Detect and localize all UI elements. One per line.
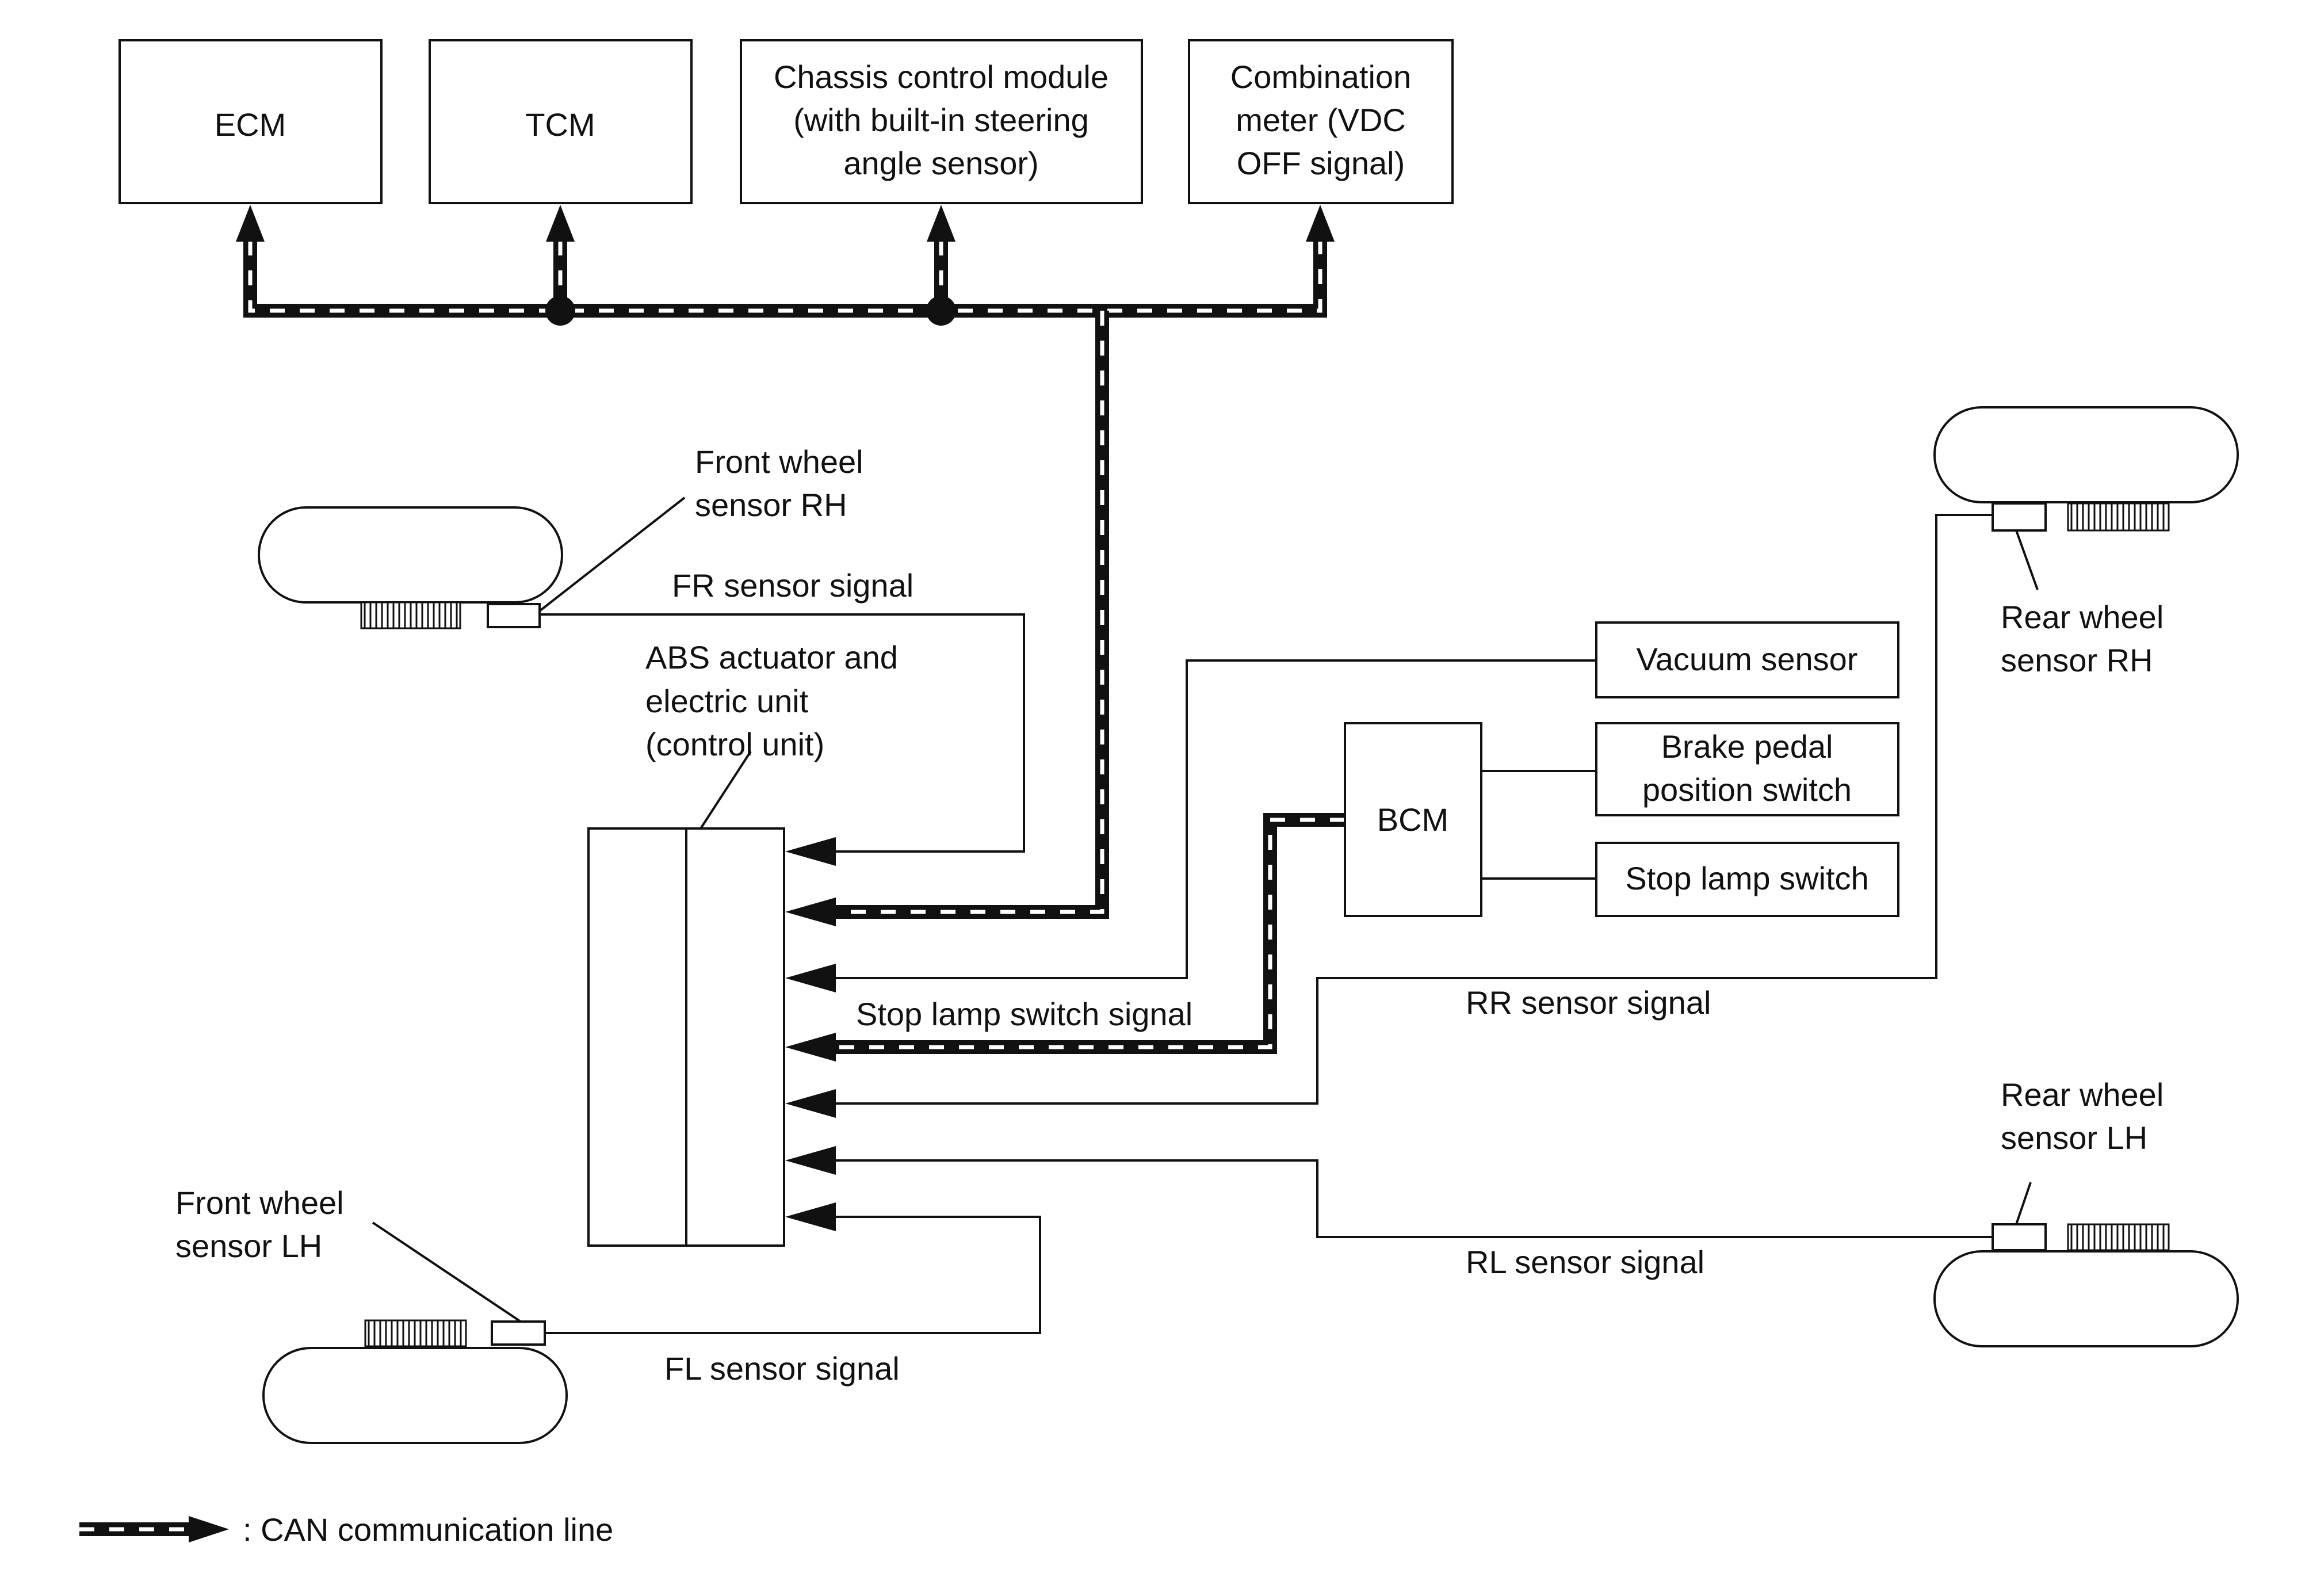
combination-meter-block: Combination meter (VDC OFF signal) <box>1188 39 1454 204</box>
meter-label-line1: Combination <box>1230 59 1411 95</box>
rear-wheel-lh: Rear wheel sensor LH <box>1933 1076 2239 1347</box>
rotor-teeth-hatching <box>364 503 2165 1346</box>
rear-wheel-rh: Rear wheel sensor RH <box>1933 406 2239 678</box>
front-lh-label-line2: sensor LH <box>175 1228 322 1264</box>
can-bus-top <box>236 205 1335 326</box>
bcm-block: BCM <box>1344 722 1482 917</box>
chassis-label-line2: (with built-in steering <box>793 102 1089 138</box>
vacuum-sensor-label: Vacuum sensor <box>1637 641 1858 677</box>
rl-signal-wire <box>785 1146 1993 1238</box>
rr-signal-label: RR sensor signal <box>1466 984 1711 1021</box>
fr-signal-label: FR sensor signal <box>672 567 913 604</box>
ecm-label: ECM <box>215 106 286 143</box>
bcm-label: BCM <box>1377 801 1448 838</box>
can-line-bcm-to-abs <box>785 813 1345 1061</box>
legend-label: : CAN communication line <box>243 1511 613 1548</box>
vacuum-signal-wire <box>785 659 1596 992</box>
fl-signal-wire <box>545 1202 1041 1334</box>
brake-pedal-label-line2: position switch <box>1642 772 1852 808</box>
front-lh-label-line1: Front wheel <box>175 1185 344 1221</box>
rr-signal-wire <box>785 514 1993 1118</box>
rear-rh-label-line1: Rear wheel <box>2001 599 2164 635</box>
front-rh-label-line2: sensor RH <box>695 487 847 523</box>
front-rh-label-line1: Front wheel <box>695 444 863 480</box>
ecm-block: ECM <box>119 39 383 204</box>
front-wheel-rh: Front wheel sensor RH <box>258 444 863 629</box>
rear-lh-label-line1: Rear wheel <box>2001 1076 2164 1113</box>
chassis-label-line3: angle sensor) <box>843 145 1038 181</box>
fr-signal-wire <box>540 613 1025 866</box>
abs-label-line1: ABS actuator and <box>645 639 898 675</box>
abs-label-line2: electric unit <box>645 683 809 719</box>
front-wheel-lh: Front wheel sensor LH <box>175 1185 568 1444</box>
abs-label-line3: (control unit) <box>645 726 824 762</box>
can-junction-chassis <box>926 296 956 326</box>
chassis-control-module-block: Chassis control module (with built-in st… <box>740 39 1143 204</box>
can-junction-tcm <box>545 296 575 326</box>
stop-lamp-signal-label: Stop lamp switch signal <box>856 996 1192 1032</box>
fl-signal-label: FL sensor signal <box>664 1350 900 1387</box>
vacuum-sensor-block: Vacuum sensor <box>1595 621 1899 698</box>
tcm-block: TCM <box>429 39 693 204</box>
meter-label-line3: OFF signal) <box>1237 145 1405 181</box>
brake-pedal-label-line1: Brake pedal <box>1661 728 1833 765</box>
chassis-label-line1: Chassis control module <box>774 59 1109 95</box>
tcm-label: TCM <box>525 106 595 143</box>
rl-signal-label: RL sensor signal <box>1466 1244 1704 1280</box>
stop-lamp-switch-block: Stop lamp switch <box>1595 842 1899 917</box>
legend: : CAN communication line <box>79 1511 613 1548</box>
rear-lh-label-line2: sensor LH <box>2001 1120 2147 1156</box>
rear-rh-label-line2: sensor RH <box>2001 642 2153 678</box>
stop-lamp-label: Stop lamp switch <box>1625 860 1868 896</box>
abs-actuator-block: ABS actuator and electric unit (control … <box>587 639 898 1247</box>
can-line-to-abs <box>785 311 1109 926</box>
meter-label-line2: meter (VDC <box>1236 102 1406 138</box>
brake-pedal-switch-block: Brake pedal position switch <box>1595 722 1899 816</box>
